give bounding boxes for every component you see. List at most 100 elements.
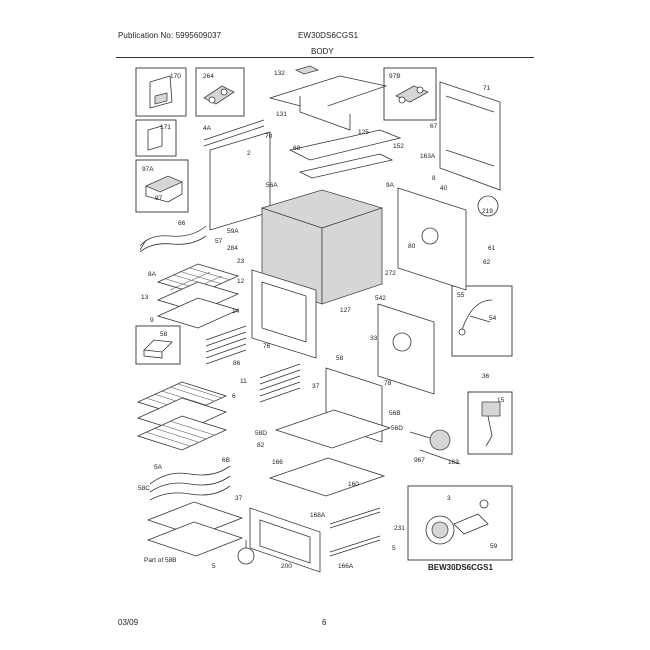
top-cover xyxy=(268,65,388,131)
oven-racks-lower xyxy=(136,381,228,451)
inset-box-55 xyxy=(451,285,513,357)
warming-drawer xyxy=(249,457,386,573)
callout-71: 71 xyxy=(483,85,491,92)
inset-box-171 xyxy=(135,119,177,157)
inset-box-97a xyxy=(135,159,189,213)
callout-78: 78 xyxy=(384,380,392,387)
callout-56b: 56B xyxy=(389,410,401,417)
callout-4a: 4A xyxy=(203,125,212,132)
callout-284: 284 xyxy=(227,245,238,252)
callout-97: 97 xyxy=(155,195,163,202)
left-side-panel xyxy=(203,119,271,231)
callout-56d: 56D xyxy=(391,425,403,432)
detail-circle-219 xyxy=(477,195,499,217)
lower-right-panel xyxy=(377,303,435,395)
callout-163a: 163A xyxy=(420,153,436,160)
motor-assembly xyxy=(409,429,461,465)
callout-86: 86 xyxy=(233,360,241,367)
callout-166: 166 xyxy=(272,459,283,466)
callout-58b-inset: 58 xyxy=(160,331,168,338)
section-title: BODY xyxy=(311,47,334,56)
inset-box-97b xyxy=(383,67,437,121)
callout-58: 58 xyxy=(336,355,344,362)
callout-170: 170 xyxy=(170,73,181,80)
callout-2: 2 xyxy=(247,150,251,157)
callout-33: 33 xyxy=(370,335,378,342)
header-rule xyxy=(116,57,534,58)
callout-8a: 8A xyxy=(148,271,157,278)
callout-97a: 97A xyxy=(142,166,154,173)
callout-3: 3 xyxy=(447,495,451,502)
callout-56a: 56A xyxy=(266,182,278,189)
callout-132: 132 xyxy=(274,70,285,77)
inset-box-blower xyxy=(407,485,513,561)
callout-58c: 58C xyxy=(138,485,150,492)
rack-supports xyxy=(205,325,301,403)
oven-door-frame xyxy=(251,269,317,359)
callout-66: 66 xyxy=(178,220,186,227)
diagram-id: BEW30DS6CGS1 xyxy=(428,563,493,572)
callout-59: 59 xyxy=(490,543,498,550)
top-frame xyxy=(288,129,402,179)
callout-166a: 166A xyxy=(338,563,354,570)
callout-15: 15 xyxy=(497,397,505,404)
drawer-tray xyxy=(146,501,244,557)
model-number: EW30DS6CGS1 xyxy=(298,31,359,40)
right-side-panel xyxy=(397,187,467,291)
callout-152: 152 xyxy=(393,143,404,150)
callout-171: 171 xyxy=(160,124,171,131)
callout-11: 11 xyxy=(240,378,247,385)
callout-163: 163 xyxy=(448,459,459,466)
rear-panel xyxy=(439,81,501,191)
callout-97b: 97B xyxy=(389,73,401,80)
callout-967: 967 xyxy=(414,457,425,464)
callout-127: 127 xyxy=(340,307,351,314)
callout-61: 61 xyxy=(488,245,496,252)
callout-36: 36 xyxy=(482,373,490,380)
callout-168a: 168A xyxy=(310,512,326,519)
callout-80: 80 xyxy=(408,243,416,250)
callout-264: 264 xyxy=(203,73,214,80)
callout-part-of-58b: Part of 58B xyxy=(144,557,177,564)
publication-number: Publication No: 5995609037 xyxy=(118,31,222,40)
callout-37: 37 xyxy=(312,383,320,390)
callout-8: 8 xyxy=(432,175,436,182)
callout-54: 54 xyxy=(489,315,497,322)
callout-23: 23 xyxy=(237,258,245,265)
oven-rack-upper xyxy=(156,263,240,329)
callout-37-lower: 37 xyxy=(235,495,243,502)
callout-76: 76 xyxy=(263,343,271,350)
callout-200: 200 xyxy=(281,563,292,570)
callout-542: 542 xyxy=(375,295,386,302)
callout-160: 160 xyxy=(348,481,359,488)
callout-9: 9 xyxy=(150,317,154,324)
broil-element xyxy=(139,225,207,253)
callout-9a: 9A xyxy=(386,182,395,189)
callout-5a: 5A xyxy=(154,464,163,471)
footer-page-number: 6 xyxy=(322,618,327,627)
inset-box-58b xyxy=(135,325,181,365)
footer-date: 03/09 xyxy=(118,618,139,627)
callout-68: 68 xyxy=(293,145,301,152)
callout-58d: 58D xyxy=(255,430,267,437)
callout-40: 40 xyxy=(440,185,448,192)
callout-231: 231 xyxy=(394,525,405,532)
callout-57: 57 xyxy=(215,238,223,245)
bake-element xyxy=(149,465,231,501)
callout-5-lower: 5 xyxy=(212,563,216,570)
callout-131: 131 xyxy=(276,111,287,118)
drawer-rails xyxy=(329,507,381,557)
callout-13: 13 xyxy=(141,294,149,301)
callout-62: 62 xyxy=(483,259,491,266)
callout-82: 82 xyxy=(257,442,265,449)
callout-125: 125 xyxy=(358,129,369,136)
callout-14: 14 xyxy=(232,308,240,315)
callout-12: 12 xyxy=(237,278,245,285)
callout-219: 219 xyxy=(482,208,493,215)
inset-box-170 xyxy=(135,67,187,117)
leveling-foot xyxy=(237,540,255,565)
callout-55: 55 xyxy=(457,292,465,299)
callout-70: 70 xyxy=(265,133,273,140)
callout-6b: 6B xyxy=(222,457,230,464)
